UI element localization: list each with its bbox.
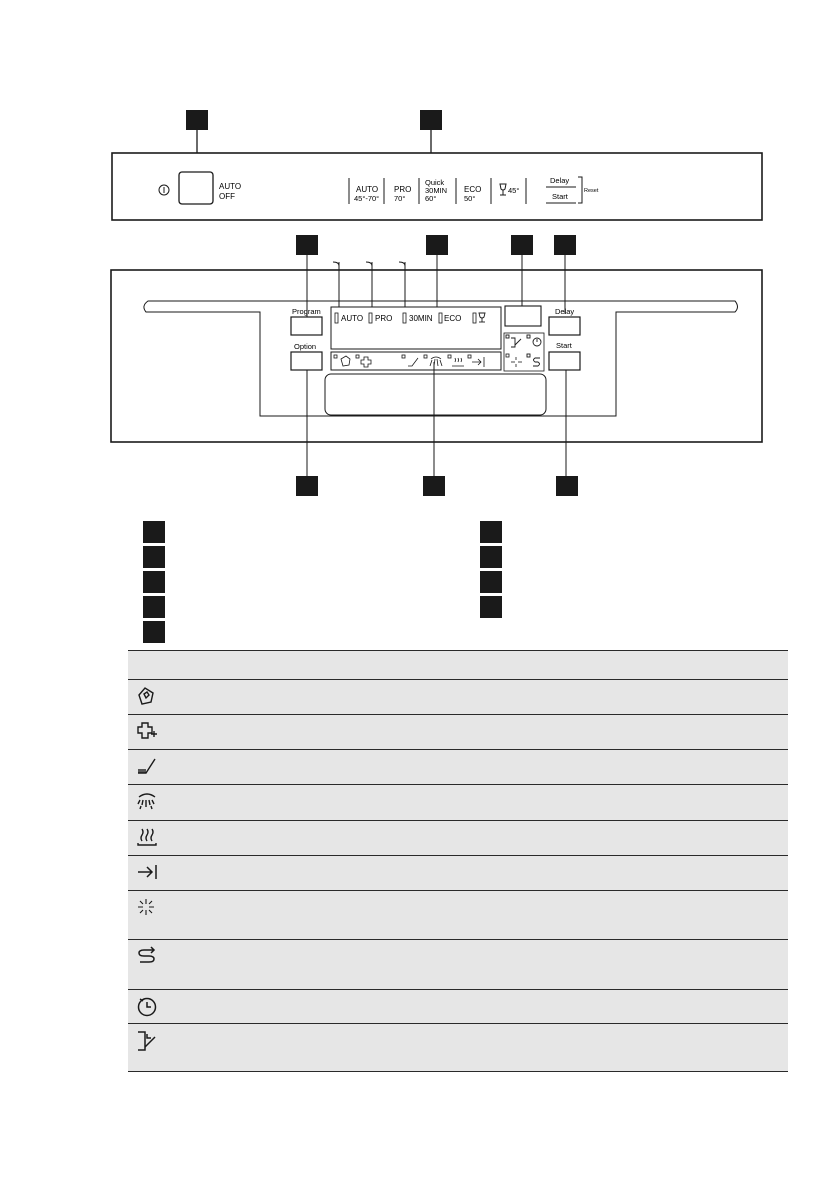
door-icon bbox=[138, 1031, 156, 1051]
legend-marker bbox=[143, 521, 165, 543]
legend-marker bbox=[143, 546, 165, 568]
timer-icon bbox=[137, 997, 157, 1017]
power-symbol bbox=[158, 184, 170, 196]
next-icon bbox=[138, 865, 157, 879]
table-row bbox=[128, 714, 788, 750]
program-eco: ECO bbox=[464, 185, 481, 194]
drying-icon bbox=[137, 828, 157, 846]
legend-marker bbox=[480, 521, 502, 543]
display-eco: ECO bbox=[444, 314, 461, 323]
table-row bbox=[128, 1023, 788, 1072]
symbol-table bbox=[128, 650, 788, 1072]
extra-icon bbox=[138, 899, 154, 915]
table-row bbox=[128, 855, 788, 891]
program-eco-temp: 50° bbox=[464, 194, 475, 203]
rinse-aid-icon bbox=[138, 758, 156, 774]
start-button[interactable] bbox=[548, 351, 581, 371]
power-button[interactable] bbox=[178, 171, 214, 205]
glass-icon bbox=[499, 183, 507, 196]
power-label-auto: AUTO bbox=[219, 182, 241, 191]
legend-marker bbox=[480, 546, 502, 568]
tablet-icon bbox=[137, 722, 157, 739]
legend-marker bbox=[480, 571, 502, 593]
display-auto: AUTO bbox=[341, 314, 363, 323]
program-glass-temp: 45° bbox=[508, 186, 519, 195]
callout-marker bbox=[556, 476, 578, 496]
salt-refill-icon bbox=[138, 687, 154, 705]
option-button-label: Option bbox=[294, 342, 316, 351]
program-quick-30min: 30MIN bbox=[425, 186, 447, 195]
callout-marker bbox=[186, 110, 208, 130]
callout-marker bbox=[423, 476, 445, 496]
table-row bbox=[128, 989, 788, 1024]
strip-next-icon bbox=[472, 357, 485, 367]
display-30min: 30MIN bbox=[409, 314, 433, 323]
strip-salt-icon bbox=[340, 355, 351, 367]
table-row bbox=[128, 650, 788, 680]
cycle-icon bbox=[138, 946, 156, 963]
legend-marker bbox=[480, 596, 502, 618]
display-glass-icon bbox=[478, 312, 486, 323]
callout-marker bbox=[511, 235, 533, 255]
power-label-off: OFF bbox=[219, 192, 235, 201]
legend-marker bbox=[143, 621, 165, 643]
callout-marker bbox=[554, 235, 576, 255]
strip-rinse-icon bbox=[408, 357, 419, 367]
program-pro-temp: 70° bbox=[394, 194, 405, 203]
program-button[interactable] bbox=[290, 316, 323, 336]
option-button[interactable] bbox=[290, 351, 323, 371]
program-auto: AUTO bbox=[356, 185, 378, 194]
panel-window bbox=[324, 373, 547, 416]
spray-icon bbox=[137, 793, 156, 810]
callout-marker bbox=[420, 110, 442, 130]
program-quick: Quick bbox=[425, 178, 444, 187]
table-row bbox=[128, 679, 788, 715]
program-pro: PRO bbox=[394, 185, 411, 194]
timer-indicator-icon bbox=[526, 334, 542, 347]
callout-marker bbox=[296, 235, 318, 255]
delay-button[interactable] bbox=[548, 316, 581, 336]
strip-tablet-icon bbox=[360, 356, 372, 368]
top-reset-label: Reset bbox=[584, 188, 599, 194]
table-row bbox=[128, 939, 788, 990]
legend-marker bbox=[143, 596, 165, 618]
legend-marker bbox=[143, 571, 165, 593]
extra-indicator-icon bbox=[505, 353, 522, 367]
callout-marker bbox=[426, 235, 448, 255]
display-pro: PRO bbox=[375, 314, 392, 323]
table-row bbox=[128, 784, 788, 821]
program-auto-temp: 45°-70° bbox=[354, 194, 379, 203]
top-delay-label: Delay bbox=[550, 176, 569, 185]
strip-drying-icon bbox=[452, 357, 464, 367]
door-indicator-icon bbox=[505, 334, 522, 348]
cycle-indicator-icon bbox=[526, 353, 540, 367]
start-button-label: Start bbox=[556, 341, 573, 350]
top-start-label: Start bbox=[552, 192, 569, 201]
program-quick-temp: 60° bbox=[425, 194, 436, 203]
table-row bbox=[128, 749, 788, 785]
control-panel-diagram: AUTO OFF AUTO 45°-70° PRO 70° Quick 30MI… bbox=[110, 110, 763, 496]
table-row bbox=[128, 890, 788, 940]
time-display bbox=[504, 305, 542, 327]
delay-button-label: Delay bbox=[555, 307, 574, 316]
program-button-label: Program bbox=[292, 307, 321, 316]
table-row bbox=[128, 820, 788, 856]
callout-marker bbox=[296, 476, 318, 496]
top-panel bbox=[111, 152, 763, 221]
